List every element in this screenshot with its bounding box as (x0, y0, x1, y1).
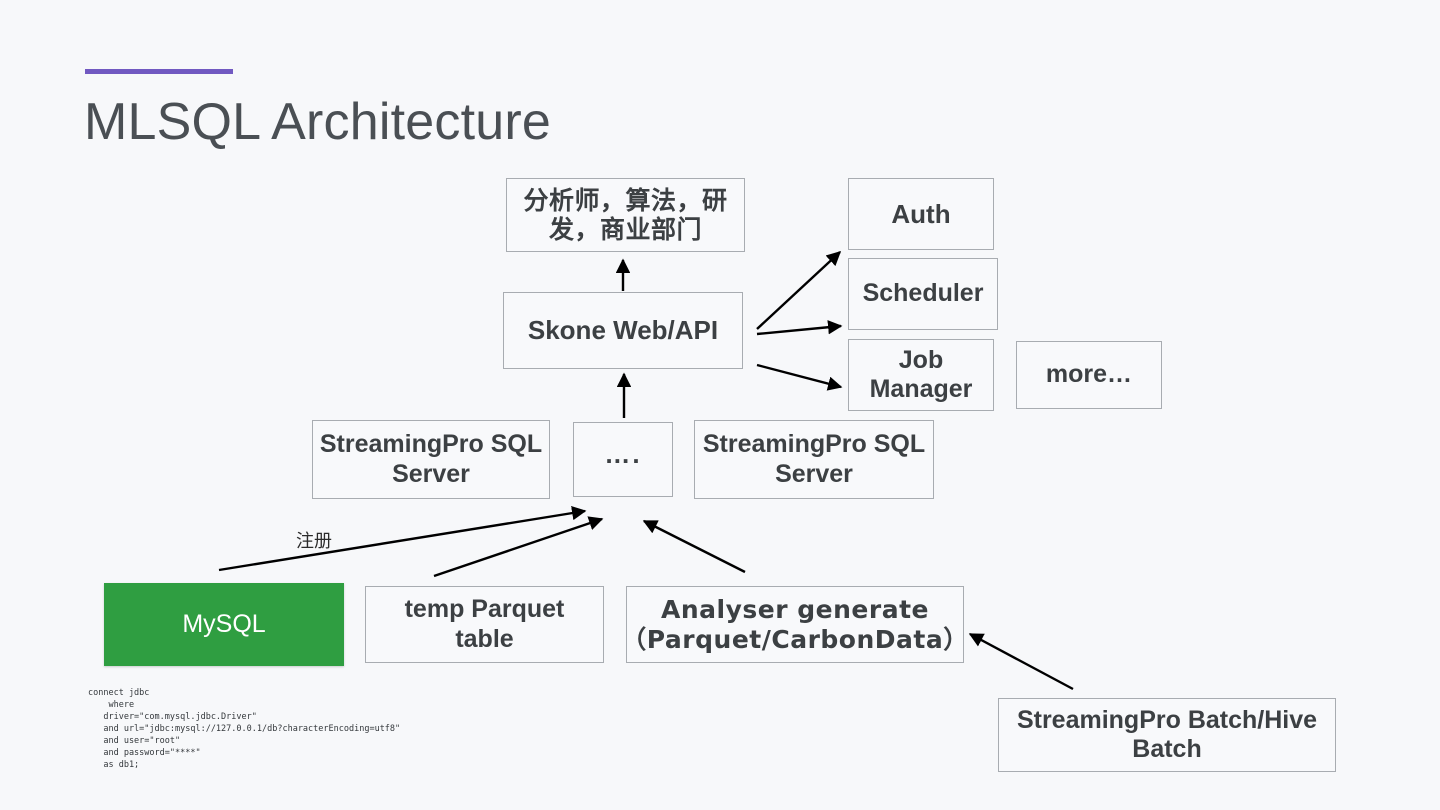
node-streamingpro-sql-server-left[interactable]: StreamingPro SQL Server (312, 420, 550, 499)
node-streamingpro-batch-hive-batch[interactable]: StreamingPro Batch/Hive Batch (998, 698, 1336, 772)
node-ellipsis[interactable]: …. (573, 422, 673, 497)
code-snippet-jdbc-connect: connect jdbc where driver="com.mysql.jdb… (88, 687, 401, 770)
title-accent-bar (85, 69, 233, 74)
node-analyser-generate[interactable]: Analyser generate（Parquet/CarbonData） (621, 586, 968, 663)
page-title: MLSQL Architecture (84, 93, 551, 151)
node-auth[interactable]: Auth (848, 178, 994, 250)
arrow-mysql-to-streamingpro-left (218, 505, 587, 572)
arrow-analyser-to-dots (642, 519, 746, 574)
node-mysql[interactable]: MySQL (104, 583, 344, 666)
node-more[interactable]: more… (1016, 341, 1162, 409)
arrow-skone-to-auth (756, 251, 842, 330)
arrow-batch-to-analyser (968, 632, 1074, 691)
node-job-manager[interactable]: Job Manager (848, 339, 994, 411)
arrow-skone-to-job-manager (756, 363, 843, 391)
node-temp-parquet-table[interactable]: temp Parquet table (365, 586, 604, 663)
arrow-temp-parquet-to-dots (433, 516, 604, 578)
node-skone-web-api[interactable]: Skone Web/API (503, 292, 743, 369)
edge-label-register: 注册 (296, 531, 332, 552)
arrow-skone-to-scheduler (756, 320, 843, 336)
node-scheduler[interactable]: Scheduler (848, 258, 998, 330)
node-audience[interactable]: 分析师，算法，研发，商业部门 (506, 178, 745, 252)
node-streamingpro-sql-server-right[interactable]: StreamingPro SQL Server (694, 420, 934, 499)
